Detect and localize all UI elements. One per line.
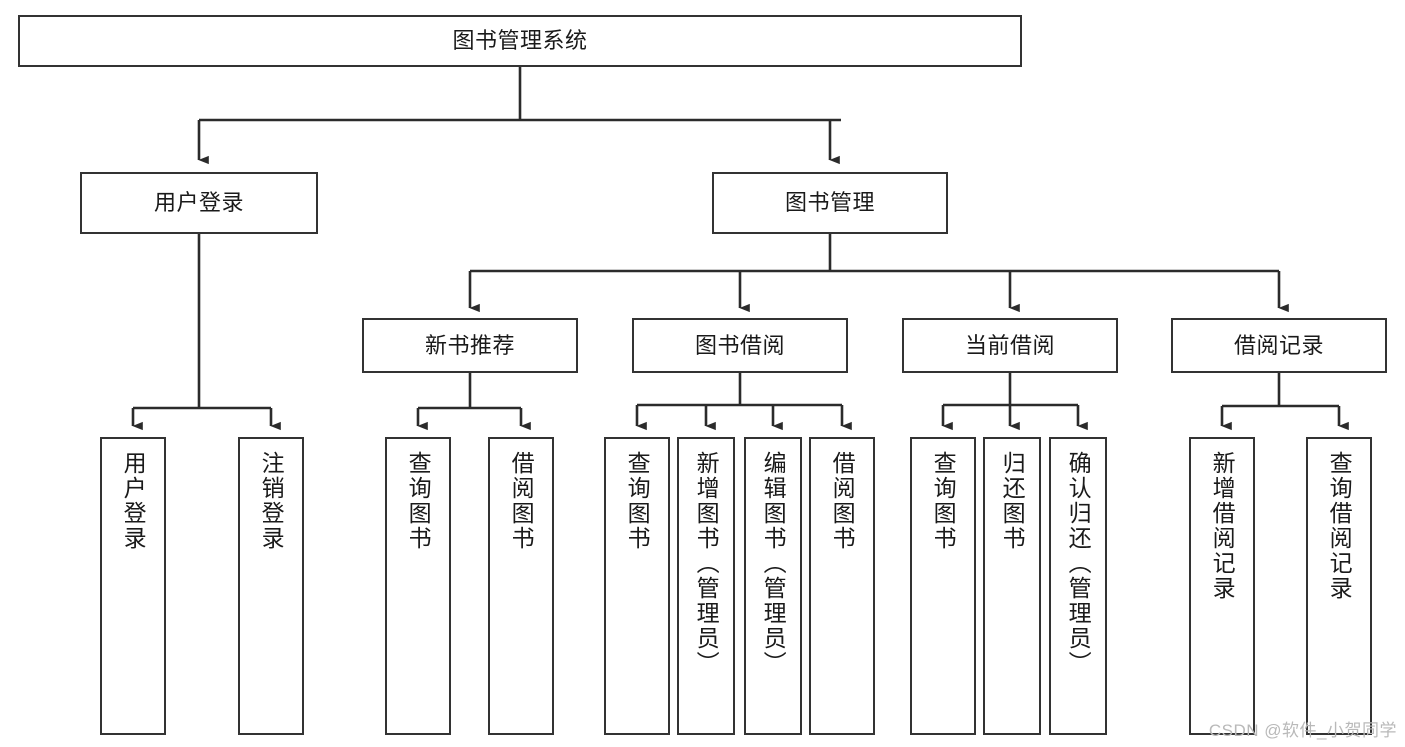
node-label: 查询借阅记录	[1326, 451, 1353, 601]
node-label: 图书借阅	[694, 332, 785, 358]
node-leaf-add-book[interactable]: 新增图书（管理员）	[677, 437, 735, 735]
node-leaf-query-record[interactable]: 查询借阅记录	[1306, 437, 1372, 735]
node-borrow-record[interactable]: 借阅记录	[1171, 318, 1387, 373]
node-label: 图书管理系统	[452, 28, 588, 54]
node-book-borrow[interactable]: 图书借阅	[632, 318, 848, 373]
node-label: 图书管理	[784, 190, 875, 216]
node-label: 新书推荐	[424, 332, 515, 358]
node-leaf-query-book-2[interactable]: 查询图书	[604, 437, 670, 735]
node-leaf-edit-book[interactable]: 编辑图书（管理员）	[744, 437, 802, 735]
node-label: 查询图书	[930, 451, 957, 551]
node-label: 归还图书	[999, 451, 1026, 551]
node-label: 注销登录	[258, 451, 285, 551]
node-leaf-return-book[interactable]: 归还图书	[983, 437, 1041, 735]
watermark-text: CSDN @软件_小贺同学	[1208, 721, 1397, 740]
node-label: 查询图书	[405, 451, 432, 551]
node-label: 借阅图书	[829, 451, 856, 551]
node-current-borrow[interactable]: 当前借阅	[902, 318, 1118, 373]
node-leaf-user-login[interactable]: 用户登录	[100, 437, 166, 735]
node-label: 用户登录	[120, 451, 147, 551]
node-leaf-confirm-return[interactable]: 确认归还（管理员）	[1049, 437, 1107, 735]
node-label: 确认归还（管理员）	[1065, 451, 1092, 676]
node-leaf-borrow-book-2[interactable]: 借阅图书	[809, 437, 875, 735]
node-label: 新增借阅记录	[1209, 451, 1236, 601]
node-label: 新增图书（管理员）	[693, 451, 720, 676]
node-label: 借阅图书	[508, 451, 535, 551]
node-leaf-logout[interactable]: 注销登录	[238, 437, 304, 735]
node-book-manage[interactable]: 图书管理	[712, 172, 948, 234]
node-label: 当前借阅	[964, 332, 1055, 358]
node-root-system[interactable]: 图书管理系统	[18, 15, 1022, 67]
node-label: 编辑图书（管理员）	[760, 451, 787, 676]
node-label: 用户登录	[153, 190, 244, 216]
node-label: 查询图书	[624, 451, 651, 551]
node-leaf-add-record[interactable]: 新增借阅记录	[1189, 437, 1255, 735]
node-leaf-query-book-3[interactable]: 查询图书	[910, 437, 976, 735]
node-label: 借阅记录	[1233, 332, 1324, 358]
node-user-login[interactable]: 用户登录	[80, 172, 318, 234]
node-leaf-query-book-1[interactable]: 查询图书	[385, 437, 451, 735]
node-leaf-borrow-book-1[interactable]: 借阅图书	[488, 437, 554, 735]
node-new-book-recommend[interactable]: 新书推荐	[362, 318, 578, 373]
